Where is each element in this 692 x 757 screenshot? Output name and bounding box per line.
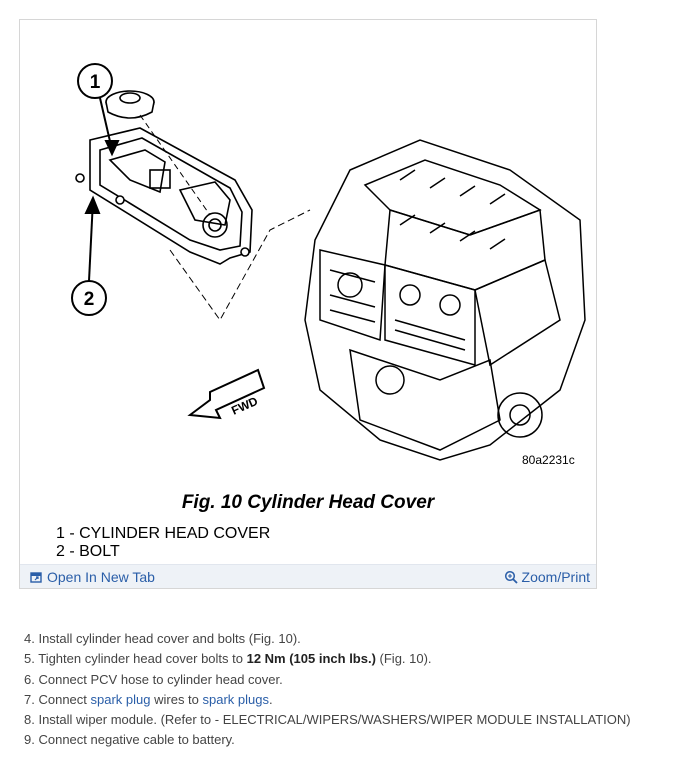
- open-in-new-tab-label: Open In New Tab: [47, 569, 155, 585]
- procedure-step: 7. Connect spark plug wires to spark plu…: [24, 690, 631, 710]
- zoom-magnifier-icon: [504, 570, 518, 584]
- figure-action-bar: Open In New Tab Zoom/Print: [20, 564, 596, 588]
- step-number: 4.: [24, 631, 35, 646]
- step-text: Connect PCV hose to cylinder head cover.: [38, 671, 283, 687]
- procedure-step: 4. Install cylinder head cover and bolts…: [24, 629, 631, 649]
- step-number: 7.: [24, 691, 35, 707]
- zoom-print-label: Zoom/Print: [521, 569, 590, 585]
- procedure-step: 8. Install wiper module. (Refer to - ELE…: [24, 710, 631, 730]
- engine-block-drawing: [304, 139, 586, 461]
- procedure-steps-list: 4. Install cylinder head cover and bolts…: [24, 629, 631, 751]
- callout-1: [77, 63, 120, 157]
- fwd-arrow-icon: FWD: [187, 368, 266, 420]
- procedure-step: 9. Connect negative cable to battery.: [24, 730, 631, 750]
- oil-filler-cap: [105, 90, 155, 119]
- open-in-new-tab-button[interactable]: Open In New Tab: [30, 569, 155, 585]
- step-number: 9.: [24, 732, 35, 748]
- figure-panel: FWD 1 2 80a2231c Fig. 10 Cylinder Head C…: [19, 19, 597, 589]
- step-text: wires to: [150, 691, 203, 707]
- step-link[interactable]: spark plug: [90, 691, 151, 707]
- figure-title: Fig. 10 Cylinder Head Cover: [181, 492, 435, 513]
- callout-1-label: 1: [90, 72, 101, 93]
- step-text: .: [269, 691, 273, 707]
- step-number: 8.: [24, 712, 35, 728]
- figure-legend: 1 - CYLINDER HEAD COVER 2 - BOLT: [56, 525, 270, 561]
- step-number: 6.: [24, 671, 35, 687]
- step-text: Install cylinder head cover and bolts (F…: [38, 631, 301, 646]
- procedure-step: 6. Connect PCV hose to cylinder head cov…: [24, 670, 631, 690]
- legend-item: 2 - BOLT: [56, 543, 120, 560]
- step-text: Connect: [38, 691, 91, 707]
- step-text: (Fig. 10).: [375, 651, 432, 667]
- step-text: Connect negative cable to battery.: [38, 732, 235, 748]
- procedure-step: 5. Tighten cylinder head cover bolts to …: [24, 649, 631, 669]
- callout-2-label: 2: [84, 289, 95, 310]
- step-link[interactable]: spark plugs: [202, 691, 269, 707]
- cylinder-head-cover-illustration: FWD 1 2: [71, 63, 586, 461]
- step-number: 5.: [24, 651, 35, 667]
- head-cover-drawing: [75, 127, 253, 265]
- step-torque-value: 12 Nm (105 inch lbs.): [246, 651, 376, 667]
- zoom-print-button[interactable]: Zoom/Print: [504, 569, 590, 585]
- open-new-tab-icon: [30, 571, 42, 583]
- step-text: Install wiper module. (Refer to - ELECTR…: [38, 712, 631, 728]
- figure-code: 80a2231c: [522, 453, 575, 467]
- legend-item: 1 - CYLINDER HEAD COVER: [56, 525, 271, 542]
- callout-2: [71, 195, 107, 316]
- step-text: Tighten cylinder head cover bolts to: [38, 651, 247, 667]
